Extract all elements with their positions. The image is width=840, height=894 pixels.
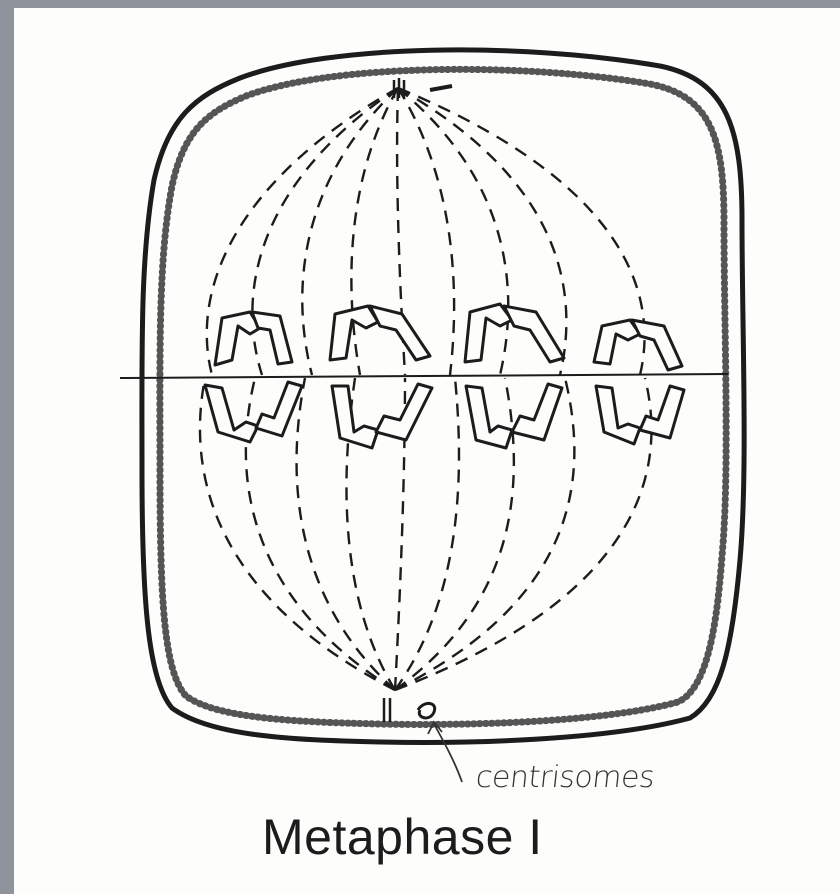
centrosome-bottom bbox=[384, 698, 435, 722]
cell-membrane bbox=[142, 50, 744, 743]
cytoplasm-stipple bbox=[160, 69, 726, 724]
meiosis-diagram bbox=[14, 8, 840, 894]
chromosome-pair-4 bbox=[594, 320, 684, 444]
diagram-paper: centrisomes Metaphase I bbox=[14, 8, 840, 894]
centrosomes-annotation: centrisomes bbox=[474, 760, 656, 795]
diagram-title: Metaphase I bbox=[262, 808, 543, 866]
metaphase-plate bbox=[120, 374, 728, 378]
annotation-arrow bbox=[428, 722, 462, 782]
